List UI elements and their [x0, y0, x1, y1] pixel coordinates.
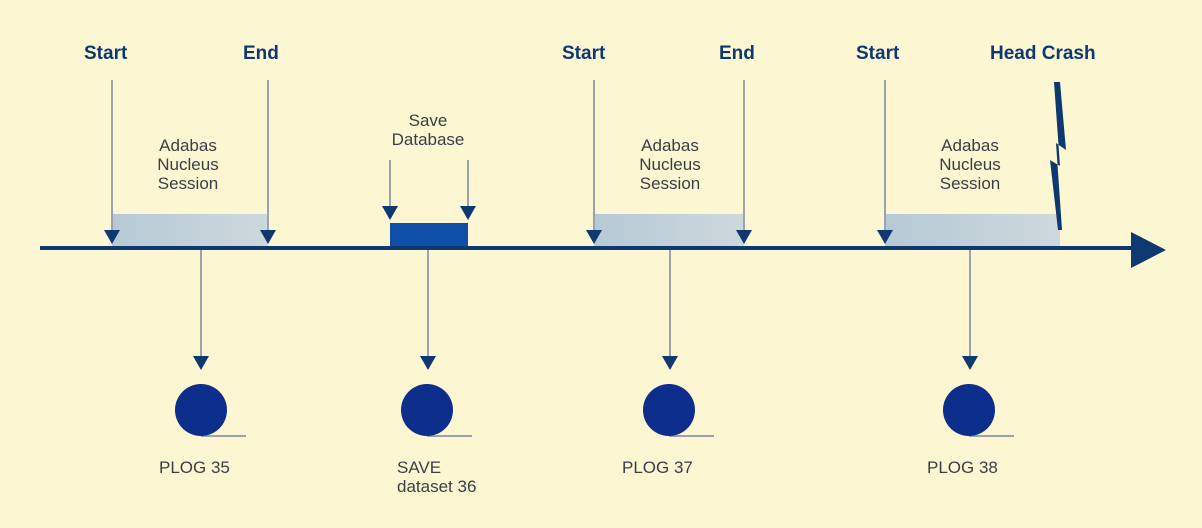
dataset-label-plog-38: PLOG 38	[927, 458, 998, 477]
save-arrow-left	[382, 160, 398, 220]
session-bar-3	[885, 214, 1060, 248]
event-arrow-start-1	[104, 80, 120, 244]
dataset-label-plog-35: PLOG 35	[159, 458, 230, 477]
event-arrow-end-1	[260, 80, 276, 244]
session-bar-2	[594, 214, 744, 248]
session-label-2: Adabas Nucleus Session	[639, 136, 701, 193]
save-dataset-36-disk-icon	[401, 384, 472, 437]
event-arrow-start-2	[586, 80, 602, 244]
dataset-label-save-36: SAVE dataset 36	[397, 458, 477, 496]
connector-save-dataset-36	[420, 250, 436, 370]
save-database-label: Save Database	[391, 111, 465, 149]
event-label-start-3: Start	[856, 43, 900, 64]
session-label-3: Adabas Nucleus Session	[939, 136, 1001, 193]
head-crash-lightning-icon	[1050, 82, 1066, 230]
event-label-start-1: Start	[84, 43, 128, 64]
connector-plog-37	[662, 250, 678, 370]
event-label-end-1: End	[243, 43, 279, 64]
save-arrow-right	[460, 160, 476, 220]
plog-37-disk-icon	[643, 384, 714, 437]
dataset-label-plog-37: PLOG 37	[622, 458, 693, 477]
event-arrow-end-2	[736, 80, 752, 244]
plog-38-disk-icon	[943, 384, 1014, 437]
event-label-end-2: End	[719, 43, 755, 64]
event-arrow-start-3	[877, 80, 893, 244]
plog-35-disk-icon	[175, 384, 246, 437]
connector-plog-38	[962, 250, 978, 370]
event-label-head-crash: Head Crash	[990, 43, 1096, 64]
connector-plog-35	[193, 250, 209, 370]
session-label-1: Adabas Nucleus Session	[157, 136, 219, 193]
timeline-arrowhead	[1131, 232, 1166, 268]
save-database-block	[390, 223, 468, 248]
event-label-start-2: Start	[562, 43, 606, 64]
session-bar-1	[112, 214, 268, 248]
